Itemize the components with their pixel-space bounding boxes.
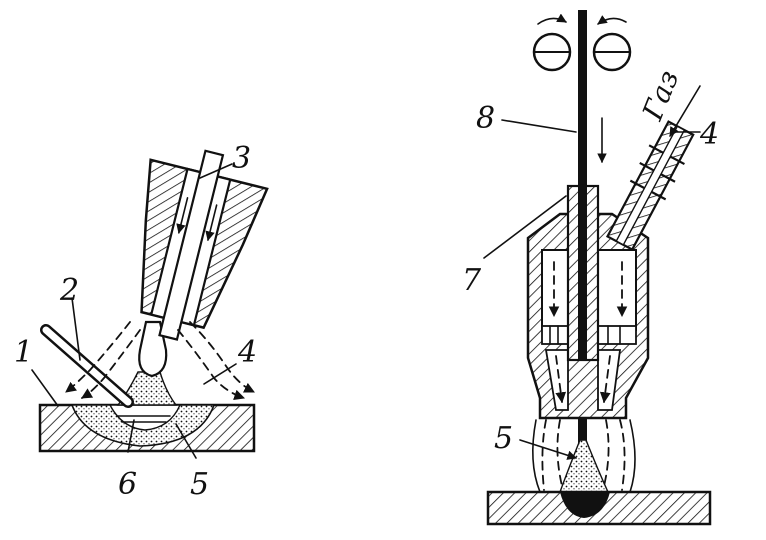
right-label-5: 5 — [494, 421, 513, 456]
left-label-2: 2 — [59, 273, 79, 308]
left-gas-flow-right-2 — [189, 321, 255, 393]
right-label-7: 7 — [462, 263, 482, 298]
right-label-8: 8 — [476, 101, 495, 136]
left-electrode-rod — [158, 149, 225, 341]
left-arc-column — [116, 371, 178, 406]
left-label-3: 3 — [232, 141, 251, 176]
right-label-4: 4 — [699, 117, 719, 152]
left-gas-flow-left-2 — [81, 329, 141, 399]
right-welding-diagram: 8 7 4 5 Газ — [462, 10, 719, 526]
left-label-4: 4 — [237, 335, 257, 370]
left-label-6: 6 — [118, 467, 137, 502]
left-molten-zone — [108, 404, 182, 431]
right-label-gas: Газ — [636, 65, 686, 125]
right-gas-inlet — [605, 120, 695, 252]
left-gas-flow-left-1 — [65, 321, 131, 393]
left-torch-nozzle — [140, 149, 269, 341]
left-label-5: 5 — [190, 467, 209, 502]
left-gas-flow-right-1 — [177, 329, 246, 401]
right-arc-cone — [559, 439, 610, 493]
left-label-1: 1 — [14, 335, 33, 370]
left-welding-diagram: 1 2 3 4 5 6 — [14, 141, 269, 502]
